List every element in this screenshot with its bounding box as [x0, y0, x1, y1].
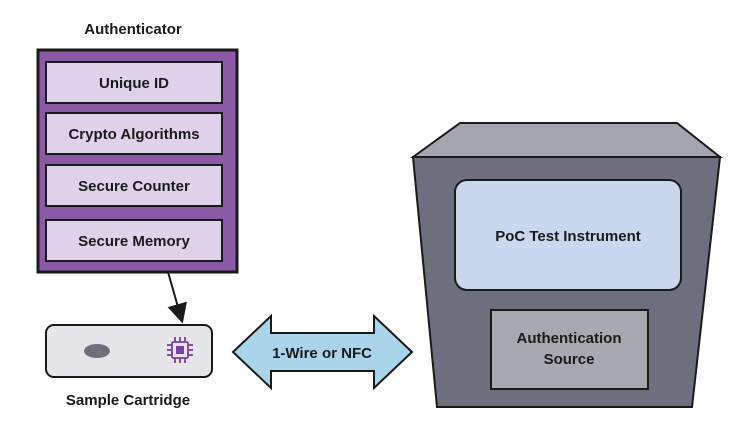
instrument-screen: [454, 179, 682, 291]
authenticator-item-secure-memory: Secure Memory: [45, 219, 223, 262]
authentication-source-box: [490, 309, 649, 390]
authenticator-to-cartridge-arrow: [167, 271, 187, 324]
authenticator-title: Authenticator: [84, 21, 182, 38]
link-arrow: 1-Wire or NFC: [231, 313, 414, 391]
slot-icon: [84, 344, 110, 358]
authenticator-item-label: Secure Memory: [78, 233, 190, 250]
authenticator-block: Unique ID Crypto Algorithms Secure Count…: [36, 48, 239, 274]
authenticator-item-label: Unique ID: [99, 75, 169, 92]
authenticator-item-label: Crypto Algorithms: [68, 126, 199, 143]
authenticator-item-secure-counter: Secure Counter: [45, 164, 223, 207]
authenticator-item-label: Secure Counter: [78, 178, 190, 195]
authentication-source-label-line2: Source: [544, 351, 595, 368]
instrument-screen-label: PoC Test Instrument: [495, 228, 641, 245]
authenticator-item-crypto-algorithms: Crypto Algorithms: [45, 112, 223, 155]
authentication-source-label-line1: Authentication: [517, 330, 622, 347]
link-label: 1-Wire or NFC: [272, 345, 372, 362]
instrument-top: [409, 122, 723, 158]
sample-cartridge: [45, 324, 213, 378]
poc-test-instrument: PoC Test Instrument Authentication Sourc…: [409, 122, 723, 408]
cartridge-label: Sample Cartridge: [66, 392, 190, 409]
authenticator-item-unique-id: Unique ID: [45, 61, 223, 104]
chip-icon: [167, 337, 193, 363]
